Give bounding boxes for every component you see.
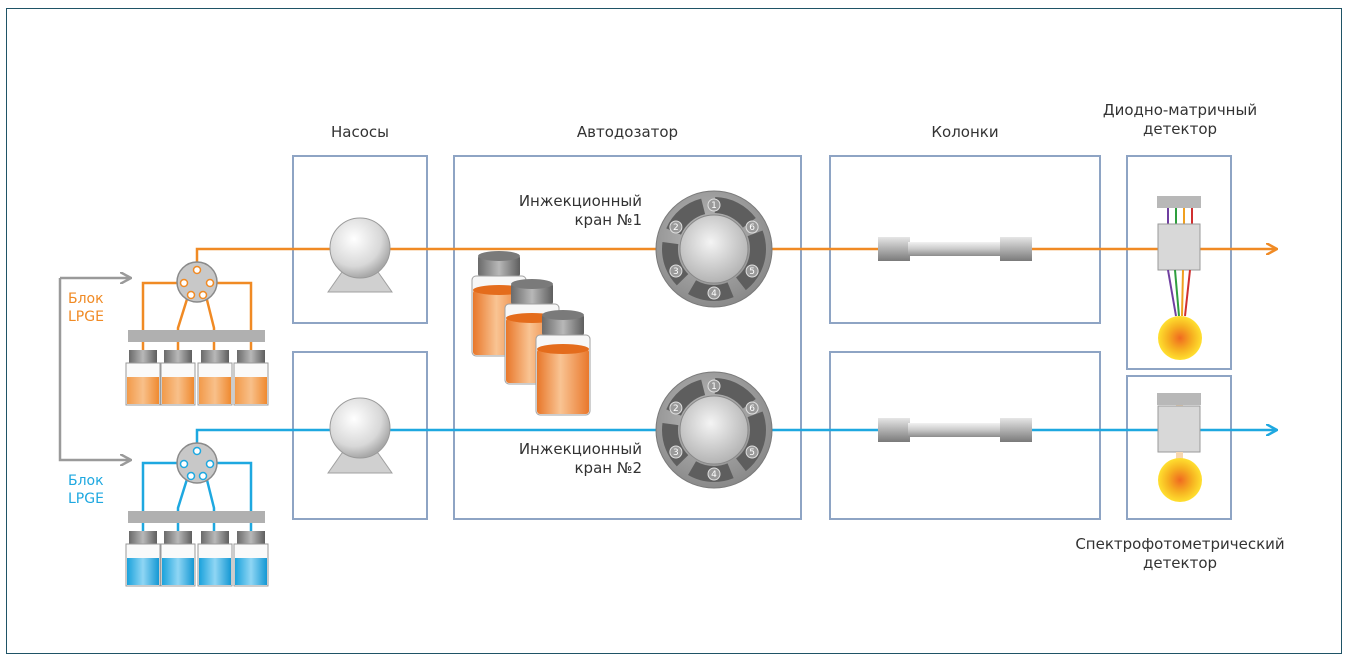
valve-port-dot xyxy=(707,379,721,393)
lpge-block-top-label: Блок LPGE xyxy=(68,290,104,326)
lpge-block-bottom-label: Блок LPGE xyxy=(68,472,104,508)
pump-top xyxy=(327,217,393,293)
pumps-label: Насосы xyxy=(331,123,389,141)
solvent-bottles-bottom xyxy=(125,530,269,587)
pump-box-bottom xyxy=(292,351,428,520)
pump-bottom xyxy=(327,397,393,474)
uv-detector-label: Спектрофотометрический детектор xyxy=(1040,535,1320,573)
column-box-top xyxy=(829,155,1101,324)
uv-label-line1: Спектрофотометрический xyxy=(1075,535,1285,553)
valve2-label: Инжекционный кран №2 xyxy=(470,440,642,478)
column-box-bottom xyxy=(829,351,1101,520)
sample-vials xyxy=(471,251,591,416)
valve-port-dot xyxy=(745,445,759,459)
injection-valve-2 xyxy=(655,371,773,489)
valve-port-dot xyxy=(669,401,683,415)
valve-port-dot xyxy=(669,445,683,459)
lpge2-line2: LPGE xyxy=(68,491,104,507)
dad-label-line2: детектор xyxy=(1142,120,1218,138)
valve-port-dot xyxy=(745,401,759,415)
uv-label-line2: детектор xyxy=(1142,554,1218,572)
valve1-label-line1: Инжекционный xyxy=(518,192,642,210)
lpge1-line2: LPGE xyxy=(68,309,104,325)
valve2-label-line2: кран №2 xyxy=(574,459,643,477)
autosampler-box xyxy=(453,155,802,520)
lpge-bottom xyxy=(128,430,1276,534)
lpge2-line1: Блок xyxy=(68,473,104,489)
valve-port-dot xyxy=(745,220,759,234)
diagram-frame xyxy=(6,8,1342,654)
valve1-label: Инжекционный кран №1 xyxy=(470,192,642,230)
lpge-top xyxy=(128,249,1276,352)
valve-port-dot xyxy=(669,220,683,234)
valve-port-dot xyxy=(745,264,759,278)
valve-port-number: 3 xyxy=(673,448,679,458)
uv-detector-box xyxy=(1126,375,1232,520)
column-bottom xyxy=(878,418,1032,442)
lpge1-line1: Блок xyxy=(68,291,104,307)
injection-valve-1 xyxy=(655,190,773,308)
valve-port-number: 2 xyxy=(673,223,679,233)
valve-port-number: 4 xyxy=(711,289,717,299)
valve-port-number: 5 xyxy=(749,267,755,277)
valve2-label-line1: Инжекционный xyxy=(518,440,642,458)
solvent-bottles-top xyxy=(125,349,269,406)
valve-port-dot xyxy=(707,467,721,481)
column-top xyxy=(878,237,1032,261)
dad-box xyxy=(1126,155,1232,370)
gray-feed-arrows xyxy=(58,278,130,460)
diode-array-detector xyxy=(1157,196,1202,360)
valve1-label-line2: кран №1 xyxy=(574,211,643,229)
dad-label-line1: Диодно-матричный xyxy=(1102,101,1258,119)
dad-label: Диодно-матричный детектор xyxy=(1080,101,1280,139)
columns-label: Колонки xyxy=(931,123,999,141)
valve-port-number: 5 xyxy=(749,448,755,458)
valve-port-number: 2 xyxy=(673,404,679,414)
valve-port-dot xyxy=(707,198,721,212)
valve-port-number: 3 xyxy=(673,267,679,277)
valve-port-dot xyxy=(669,264,683,278)
autosampler-label: Автодозатор xyxy=(576,123,679,141)
valve-port-number: 1 xyxy=(711,201,717,211)
valve-port-number: 6 xyxy=(749,223,755,233)
valve-port-number: 1 xyxy=(711,382,717,392)
uv-detector xyxy=(1157,393,1202,502)
pump-box-top xyxy=(292,155,428,324)
valve-port-number: 4 xyxy=(711,470,717,480)
valve-port-dot xyxy=(707,286,721,300)
valve-port-number: 6 xyxy=(749,404,755,414)
